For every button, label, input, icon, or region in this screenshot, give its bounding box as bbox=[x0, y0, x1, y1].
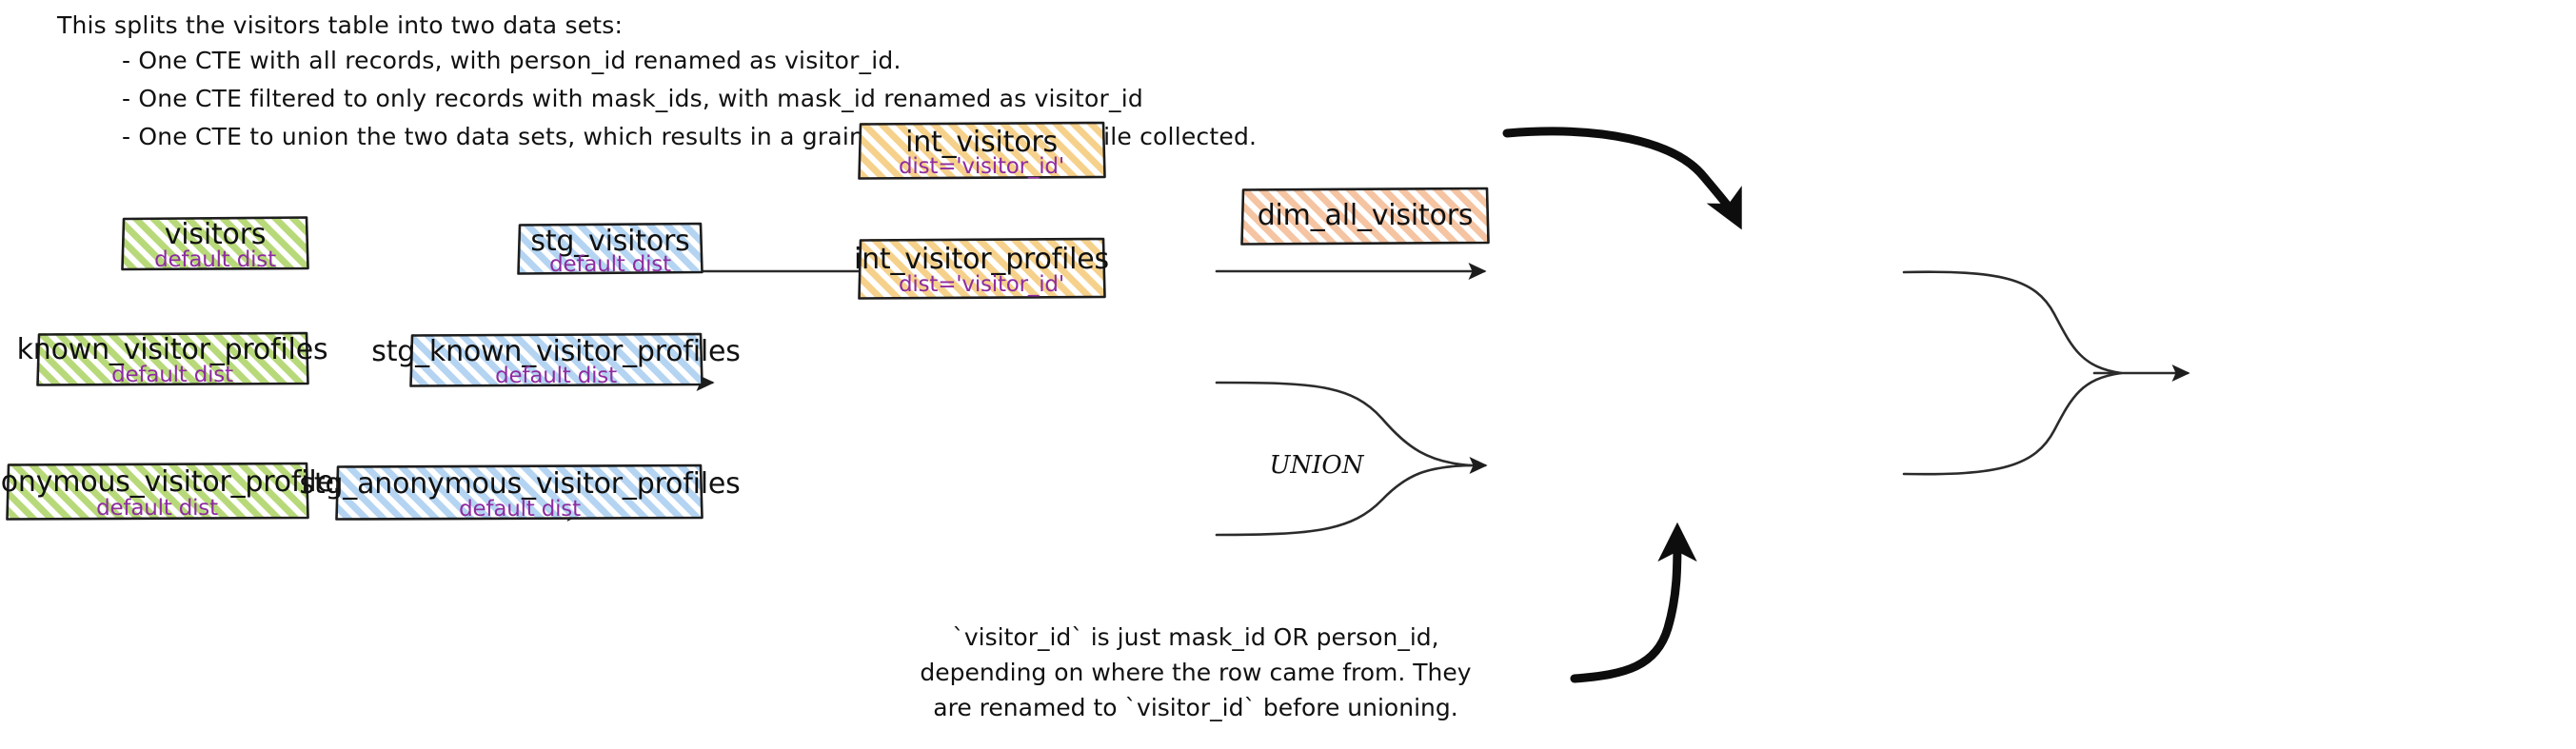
node-visitors-fill bbox=[123, 218, 307, 269]
node-int-visitors-fill bbox=[860, 123, 1104, 178]
bottom-note-line-1: `visitor_id` is just mask_id OR person_i… bbox=[952, 623, 1438, 651]
node-stg-known-visitor-profiles[interactable]: stg_known_visitor_profiles default dist bbox=[371, 332, 741, 388]
callout-arrow-bottom-note bbox=[1570, 522, 1697, 683]
node-visitors-border bbox=[121, 216, 309, 271]
node-stg-anonymous-visitor-profiles-subtitle: default dist bbox=[459, 497, 581, 522]
node-visitors-subtitle: default dist bbox=[154, 247, 276, 272]
node-stg-anonymous-visitor-profiles[interactable]: stg_anonymous_visitor_profiles default d… bbox=[299, 463, 741, 522]
node-visitors[interactable]: visitors default dist bbox=[121, 216, 309, 273]
bottom-note-line-2: depending on where the row came from. Th… bbox=[920, 659, 1471, 686]
node-stg-anonymous-visitor-profiles-border bbox=[335, 463, 703, 521]
node-int-visitor-profiles-border bbox=[858, 237, 1106, 300]
node-int-visitors-title: int_visitors bbox=[905, 126, 1058, 159]
node-stg-known-visitor-profiles-border bbox=[409, 332, 703, 387]
node-visitors-title: visitors bbox=[165, 218, 267, 251]
node-known-visitor-profiles-border bbox=[36, 331, 309, 386]
node-anonymous-visitor-profiles[interactable]: anonymous_visitor_profiles default dist bbox=[0, 462, 348, 521]
edge-int-visitors-to-dim bbox=[1902, 270, 2123, 375]
edge-stg-known-to-int-profiles bbox=[1215, 381, 1473, 467]
edge-stg-anon-to-int-profiles bbox=[1215, 463, 1473, 537]
node-int-visitor-profiles-title: int_visitor_profiles bbox=[854, 243, 1109, 276]
node-dim-all-visitors-border bbox=[1240, 187, 1490, 246]
top-note-line-3: - One CTE filtered to only records with … bbox=[122, 85, 1143, 112]
node-dim-all-visitors-fill bbox=[1242, 188, 1488, 244]
node-stg-visitors[interactable]: stg_visitors default dist bbox=[517, 222, 703, 277]
edge-int-profiles-to-dim bbox=[1902, 371, 2123, 476]
top-note-line-2: - One CTE with all records, with person_… bbox=[122, 47, 902, 74]
node-stg-known-visitor-profiles-fill bbox=[411, 334, 702, 385]
node-known-visitor-profiles[interactable]: known_visitor_profiles default dist bbox=[17, 331, 328, 387]
node-anonymous-visitor-profiles-title: anonymous_visitor_profiles bbox=[0, 465, 348, 499]
top-note-line-1: This splits the visitors table into two … bbox=[56, 11, 623, 39]
node-int-visitor-profiles-fill bbox=[860, 239, 1104, 298]
node-int-visitor-profiles[interactable]: int_visitor_profiles dist='visitor_id' bbox=[854, 237, 1109, 300]
node-dim-all-visitors[interactable]: dim_all_visitors bbox=[1240, 187, 1490, 246]
node-stg-anonymous-visitor-profiles-title: stg_anonymous_visitor_profiles bbox=[299, 467, 740, 501]
bottom-note-line-3: are renamed to `visitor_id` before union… bbox=[933, 694, 1457, 721]
node-stg-visitors-fill bbox=[519, 224, 702, 273]
edge-group bbox=[533, 262, 2190, 537]
bottom-annotation: `visitor_id` is just mask_id OR person_i… bbox=[920, 623, 1471, 721]
edge-label-union: UNION bbox=[1270, 451, 1365, 480]
node-stg-anonymous-visitor-profiles-fill bbox=[337, 465, 702, 519]
node-stg-known-visitor-profiles-title: stg_known_visitor_profiles bbox=[371, 335, 740, 368]
node-stg-visitors-border bbox=[517, 222, 703, 275]
node-anonymous-visitor-profiles-subtitle: default dist bbox=[96, 496, 218, 521]
node-dim-all-visitors-title: dim_all_visitors bbox=[1258, 199, 1474, 232]
node-stg-visitors-title: stg_visitors bbox=[530, 225, 689, 258]
node-known-visitor-profiles-subtitle: default dist bbox=[111, 363, 233, 387]
node-int-visitors-border bbox=[858, 121, 1106, 180]
node-int-visitors[interactable]: int_visitors dist='visitor_id' bbox=[858, 121, 1106, 180]
node-int-visitors-subtitle: dist='visitor_id' bbox=[899, 154, 1064, 179]
node-stg-known-visitor-profiles-subtitle: default dist bbox=[495, 364, 617, 388]
node-int-visitor-profiles-subtitle: dist='visitor_id' bbox=[899, 272, 1064, 297]
node-anonymous-visitor-profiles-border bbox=[6, 462, 309, 521]
node-known-visitor-profiles-fill bbox=[38, 333, 307, 384]
node-anonymous-visitor-profiles-fill bbox=[8, 463, 307, 519]
node-stg-visitors-subtitle: default dist bbox=[549, 252, 671, 277]
callout-arrow-top-note bbox=[1502, 127, 1742, 230]
node-known-visitor-profiles-title: known_visitor_profiles bbox=[17, 333, 328, 366]
